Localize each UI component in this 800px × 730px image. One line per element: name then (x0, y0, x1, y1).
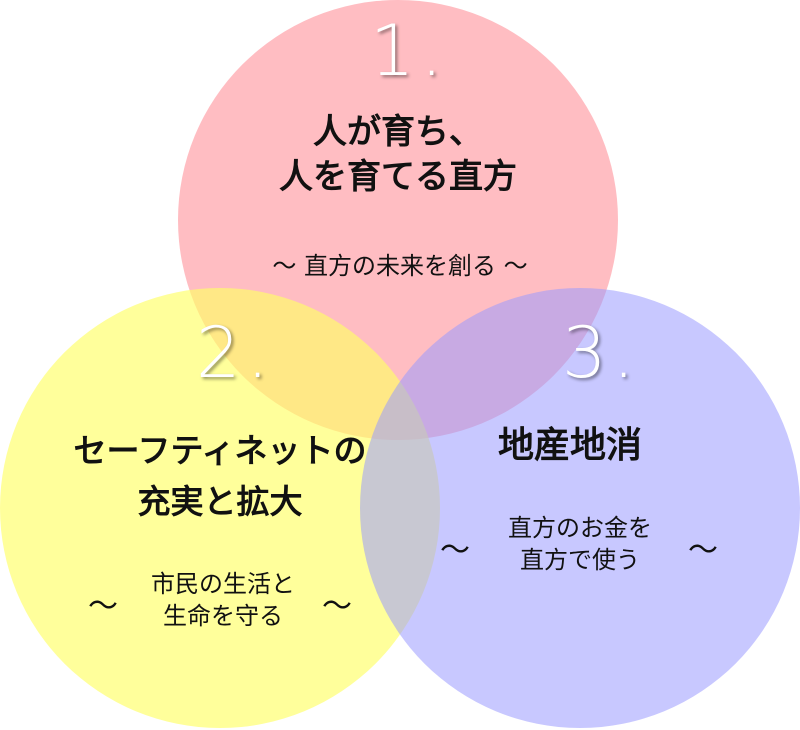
circle-1-title: 人が育ち、 人を育てる直方 (248, 110, 548, 200)
circle-1-title-line-1: 人が育ち、 (313, 112, 483, 152)
circle-2-title-line-2: 充実と拡大 (137, 482, 303, 522)
circle-3-subtitle-line-1: 直方のお金を (508, 514, 652, 542)
circle-1-subtitle-line-1: 〜 直方の未来を創る 〜 (272, 252, 528, 280)
circle-3-title: 地産地消 (470, 422, 670, 470)
circle-3-subtitle-line-2: 直方で使う (520, 546, 640, 575)
circle-3-title-line-1: 地産地消 (497, 425, 642, 466)
circle-2-subtitle: 市民の生活と 生命を守る (128, 568, 318, 633)
circle-3-tilde-right: 〜 (688, 533, 718, 568)
circle-1-number: 1. (370, 10, 449, 92)
circle-2-tilde-left: 〜 (88, 589, 118, 624)
circle-2-subtitle-line-2: 生命を守る (163, 602, 283, 631)
circle-2-title: セーフティネットの 充実と拡大 (40, 425, 400, 527)
circle-2 (0, 288, 440, 728)
circle-1-subtitle: 〜 直方の未来を創る 〜 (218, 250, 582, 282)
circle-3 (360, 288, 800, 728)
circle-3-tilde-left: 〜 (440, 533, 470, 568)
circle-2-number: 2. (196, 312, 275, 394)
circle-3-number: 3. (562, 312, 641, 394)
circle-2-tilde-right: 〜 (322, 589, 352, 624)
circle-2-title-line-1: セーフティネットの (73, 431, 367, 470)
circle-3-subtitle: 直方のお金を 直方で使う (480, 512, 680, 577)
circle-1-title-line-2: 人を育てる直方 (279, 156, 517, 197)
circle-2-subtitle-line-1: 市民の生活と (151, 570, 295, 598)
